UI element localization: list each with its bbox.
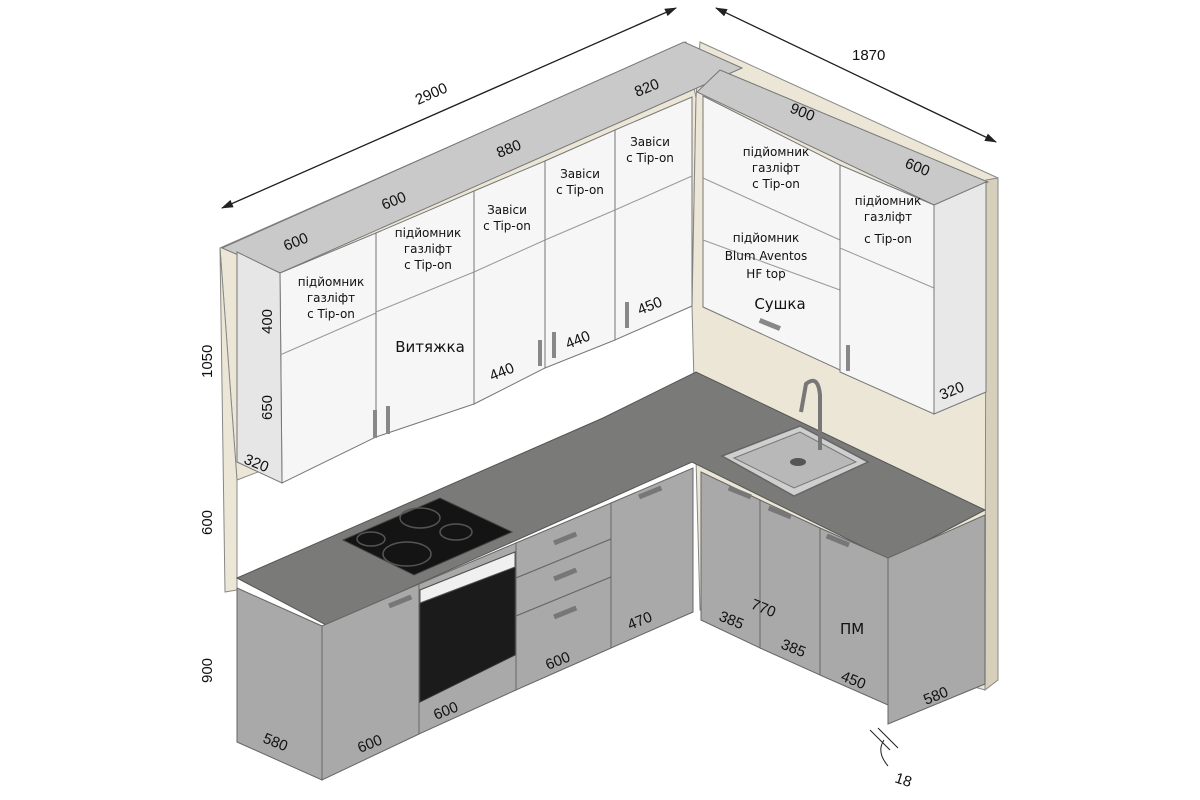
handle (538, 340, 542, 366)
cab7-label-2: Blum Aventos (725, 249, 808, 263)
cab7-label-3: HF top (746, 267, 785, 281)
cab4-label-1: Завіси (560, 167, 600, 181)
cab1-height-bottom: 650 (259, 395, 276, 420)
handle (386, 406, 390, 434)
gap-label: 18 (893, 770, 914, 791)
height-top-label: 1050 (199, 345, 216, 378)
dishwasher-label: ПМ (840, 620, 864, 638)
top-panel-right (696, 69, 990, 206)
cab8-label-2: газліфт (864, 210, 912, 224)
height-middle-label: 600 (199, 510, 216, 535)
handle (638, 485, 663, 500)
handle (767, 505, 792, 520)
cab1-height-top: 400 (259, 309, 276, 334)
width-left-label: 2900 (413, 80, 450, 109)
cab2-label-2: газліфт (404, 242, 452, 256)
handle (727, 485, 752, 500)
handle (553, 531, 578, 546)
hood-label: Витяжка (395, 338, 465, 356)
handle (625, 302, 629, 328)
handle (846, 345, 850, 371)
handle (373, 410, 377, 438)
cab4-label-2: с Tip-on (556, 183, 604, 197)
faucet (799, 378, 822, 450)
height-bottom-label: 900 (199, 658, 216, 683)
cab6-label-2: газліфт (752, 161, 800, 175)
handle (758, 318, 781, 331)
cab5-label-1: Завіси (630, 135, 670, 149)
cab6-label-1: підйомник (743, 145, 810, 159)
dryer-label: Сушка (754, 295, 805, 313)
end-panel (887, 514, 986, 725)
oven-panel (419, 551, 516, 604)
wall-cabinet-7-side (933, 181, 987, 415)
handle (388, 594, 413, 609)
cab8-label-1: підйомник (855, 194, 922, 208)
handle (552, 332, 556, 358)
wall-edge-strip (984, 177, 999, 692)
cab2-label-1: підйомник (395, 226, 462, 240)
cab1-label-1: підйомник (298, 275, 365, 289)
cab7-label-1: підйомник (733, 231, 800, 245)
wall-cabinet-5 (614, 96, 693, 341)
cab5-label-2: с Tip-on (626, 151, 674, 165)
cab3-label-1: Завіси (487, 203, 527, 217)
cab6-label-3: с Tip-on (752, 177, 800, 191)
handle (553, 567, 578, 582)
handle (553, 605, 578, 620)
cab2-label-3: с Tip-on (404, 258, 452, 272)
cab3-label-2: с Tip-on (483, 219, 531, 233)
cab1-label-3: с Tip-on (307, 307, 355, 321)
wall-cabinet-1-side (236, 251, 283, 484)
base-cabinet-5 (610, 467, 694, 649)
cab8-label-3: с Tip-on (864, 232, 912, 246)
cab1-label-2: газліфт (307, 291, 355, 305)
width-right-label: 1870 (852, 47, 885, 64)
wall-cabinet-1 (279, 232, 377, 484)
handle (825, 533, 850, 548)
